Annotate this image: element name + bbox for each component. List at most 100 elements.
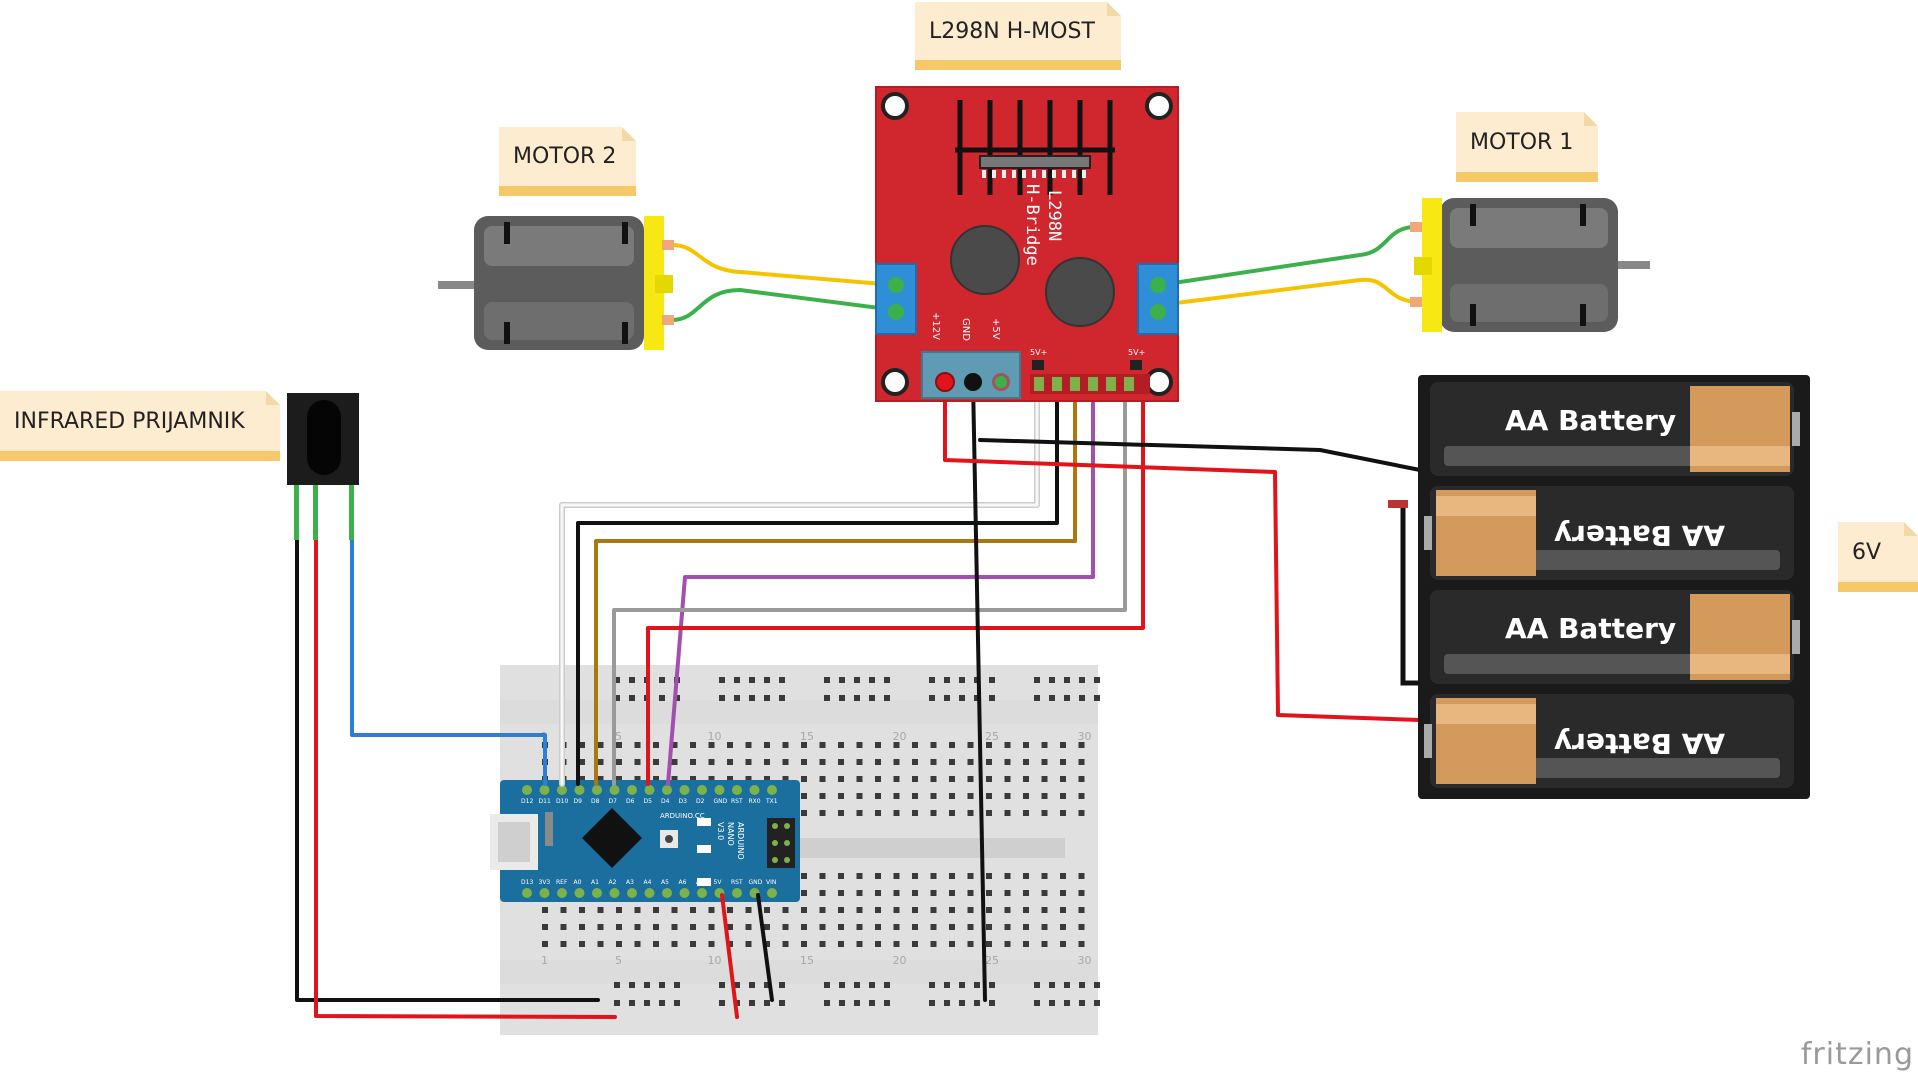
column-number-bottom: 15	[800, 954, 814, 967]
nano-pin-bottom	[627, 888, 637, 898]
logic-pin	[1070, 377, 1080, 391]
battery-cell-label: AA Battery	[1554, 519, 1725, 552]
column-number-bottom: 5	[615, 954, 622, 967]
pin-label-gnd: GND	[960, 318, 971, 341]
nano-pin-bottom	[697, 888, 707, 898]
nano-pin-bottom	[644, 888, 655, 898]
nano-pin-bottom	[557, 888, 567, 898]
l298n-logic-pins	[1034, 377, 1134, 391]
nano-pin-top	[662, 785, 672, 795]
nano-pin-label-top: RX0	[749, 798, 761, 805]
nano-pin-top	[539, 785, 550, 795]
infrared-receiver	[287, 393, 359, 540]
nano-pin-bottom	[592, 888, 602, 898]
nano-pin-label-top: D4	[661, 798, 670, 805]
chip-label-type: H-Bridge	[1022, 184, 1042, 266]
battery-cell: AA Battery	[1430, 590, 1800, 684]
column-number-bottom: 30	[1078, 954, 1092, 967]
nano-pin-bottom	[522, 888, 532, 898]
column-number-top: 10	[708, 730, 722, 743]
arduino-model-line2: NANO	[726, 822, 735, 846]
wires	[295, 224, 1422, 1019]
wire-nano-5v	[720, 893, 739, 1019]
logic-pin	[1052, 377, 1062, 391]
nano-pin-label-top: GND	[714, 798, 728, 805]
nano-pin-top	[714, 785, 725, 795]
nano-pin-label-bottom: D13	[521, 879, 533, 886]
nano-pin-top	[557, 785, 567, 795]
nano-pin-label-top: D6	[626, 798, 635, 805]
nano-pin-label-top: D8	[591, 798, 600, 805]
nano-pin-label-bottom: A1	[591, 879, 599, 886]
logic-pin	[1106, 377, 1116, 391]
nano-pin-bottom	[539, 888, 550, 898]
nano-pin-label-top: D7	[609, 798, 618, 805]
nano-pin-label-bottom: 5V	[714, 879, 723, 886]
nano-pin-label-bottom: A0	[574, 879, 582, 886]
battery-link-wire	[1395, 502, 1420, 686]
battery-cell-label: AA Battery	[1505, 404, 1676, 437]
wire-black-signal	[576, 391, 1059, 786]
nano-pin-top	[644, 785, 655, 795]
nano-pin-label-bottom: A7	[696, 879, 704, 886]
wire-motor1-green	[1158, 224, 1422, 287]
nano-pin-label-top: TX1	[765, 798, 778, 805]
nano-pin-label-bottom: GND	[749, 879, 763, 886]
wire-red-signal	[646, 391, 1145, 786]
battery-cell-label: AA Battery	[1505, 612, 1676, 645]
logic-pin	[1124, 377, 1134, 391]
wire-motor2-green	[670, 288, 897, 322]
nano-pin-top	[609, 785, 620, 795]
nano-pin-bottom	[679, 888, 690, 898]
fritzing-brand: fritzing	[1800, 1037, 1914, 1072]
l298n-h-bridge: L298N H-Bridge +12V GND +5V 5V+ 5V+	[875, 86, 1179, 402]
pin-label-12v: +12V	[930, 312, 941, 340]
battery-cell: AA Battery	[1424, 486, 1794, 580]
nano-pin-label-top: D2	[696, 798, 705, 805]
note-ir-receiver: INFRARED PRIJAMNIK	[0, 391, 280, 461]
motor-2	[438, 216, 674, 350]
chip-label-model: L298N	[1044, 190, 1064, 241]
column-number-top: 20	[893, 730, 907, 743]
wire-motor1-yellow	[1158, 277, 1422, 307]
wire-12v-battery	[943, 380, 1422, 722]
wire-gnd-bridge	[971, 380, 987, 1002]
note-motor-1: MOTOR 1	[1456, 112, 1598, 182]
nano-pin-label-top: D3	[679, 798, 688, 805]
motor-1	[1410, 198, 1650, 332]
battery-cell: AA Battery	[1430, 382, 1800, 476]
wire-brown	[594, 391, 1077, 786]
nano-pin-label-bottom: A3	[626, 879, 634, 886]
nano-pin-label-bottom: VIN	[766, 879, 776, 886]
wire-gnd-battery	[978, 438, 1422, 472]
nano-pin-label-bottom: REF	[556, 879, 568, 886]
nano-pin-label-top: RST	[731, 798, 743, 805]
note-battery-voltage: 6V	[1838, 522, 1918, 592]
wire-ir-black	[295, 488, 600, 1002]
nano-pin-label-bottom: A5	[661, 879, 669, 886]
column-number-bottom: 10	[708, 954, 722, 967]
nano-pin-top	[574, 785, 585, 795]
column-number-bottom: 1	[541, 954, 548, 967]
pin-label-5v: +5V	[990, 318, 1001, 340]
nano-pin-top	[697, 785, 707, 795]
nano-pin-bottom	[732, 888, 742, 898]
nano-pin-label-bottom: 3V3	[539, 879, 551, 886]
nano-pin-label-top: D9	[574, 798, 583, 805]
note-motor-2: MOTOR 2	[499, 127, 636, 196]
wire-motor2-yellow	[670, 243, 897, 287]
logic-pin	[1088, 377, 1098, 391]
nano-pin-bottom	[767, 888, 777, 898]
nano-pin-top	[592, 785, 602, 795]
note-h-bridge: L298N H-MOST	[915, 2, 1121, 70]
nano-pin-top	[679, 785, 690, 795]
nano-pin-top	[522, 785, 532, 795]
arduino-model-line1: ARDUINO	[736, 822, 745, 860]
column-number-bottom: 25	[985, 954, 999, 967]
